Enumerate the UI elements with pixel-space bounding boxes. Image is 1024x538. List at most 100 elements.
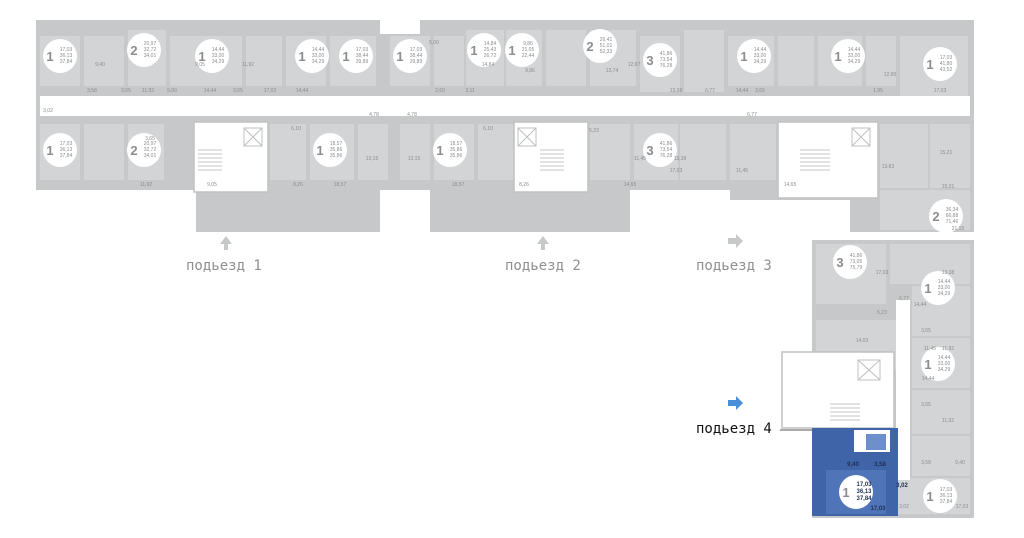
apartment-area: 76,28 (660, 63, 673, 69)
apartment-area: 41,86 (660, 51, 673, 57)
apartment-area: 33,00 (212, 53, 225, 59)
entrance-label: подьезд 2 (505, 258, 581, 274)
apartment-area: 35,86 (450, 153, 463, 159)
apartment-area: 17,03 (940, 487, 953, 493)
apartment-area: 36,13 (60, 147, 73, 153)
room-area-label: 3,58 (921, 460, 931, 466)
selected-room-label: 17,03 (870, 506, 886, 512)
right-arrow-icon (728, 396, 743, 410)
apartment-badge-circle (295, 39, 329, 73)
apartment-area: 21,05 (522, 47, 535, 53)
room-area-label: 12,67 (628, 62, 641, 68)
apartment-badge-circle (831, 39, 865, 73)
apartment-area: 34,29 (848, 59, 861, 65)
apartment-badge-circle (921, 347, 955, 381)
room-area-label: 11,92 (942, 418, 954, 424)
apartment-rooms: 1 (342, 49, 349, 64)
apartment-area: 9,86 (523, 41, 533, 47)
room-area-label: 21,15 (952, 226, 965, 232)
room-area-label: 2,60 (435, 88, 445, 94)
room-area-label: 11,45 (634, 156, 646, 162)
selected-full-area: 37,84 (856, 496, 872, 502)
room-area-label: 3,65 (121, 88, 131, 94)
apartment-rooms: 1 (924, 281, 931, 296)
room-area-label: 17,03 (670, 168, 683, 174)
apartment-rooms: 1 (46, 49, 53, 64)
room-area-label: 9,40 (955, 460, 965, 466)
apartment-badge-circle (921, 271, 955, 305)
apartment-badge-circle (127, 33, 161, 67)
apartment-area: 33,00 (754, 53, 767, 59)
selected-room-label: 3,02 (896, 483, 908, 489)
entrance-1[interactable]: подьезд 1 (186, 236, 262, 274)
room-area-label: 11,92 (142, 88, 154, 94)
apartment-area: 34,29 (938, 367, 951, 373)
room-area-label: 6,77 (899, 296, 909, 302)
apartment-area: 17,03 (410, 47, 423, 53)
apartment-area: 14,44 (938, 279, 951, 285)
apartment-area: 34,29 (938, 291, 951, 297)
stair-core-2 (513, 121, 589, 193)
selected-apartment[interactable]: 1 17,03 36,13 37,84 9,40 3,58 3,02 17,03 (812, 428, 908, 516)
room-area-label: 9,05 (195, 62, 205, 68)
room-area-label: 3,02 (43, 108, 53, 114)
room-area-label: 11,92 (942, 346, 954, 352)
apartment-area: 75,79 (850, 265, 863, 271)
apartment-badge-circle (393, 39, 427, 73)
selected-total-area: 36,13 (856, 489, 872, 495)
room-area-label: 18,57 (334, 182, 347, 188)
room-area-label: 3,58 (87, 88, 97, 94)
apartment-badge-circle (313, 133, 347, 167)
apartment-badge-circle (195, 39, 229, 73)
room-area-label: 3,65 (145, 136, 155, 142)
apartment-area: 17,03 (356, 47, 369, 53)
apartment-area: 73,54 (660, 57, 673, 63)
room-area-label: 5,00 (167, 88, 177, 94)
room-area-label: 14,44 (922, 376, 935, 382)
apartment-area: 17,03 (60, 141, 73, 147)
room-area-label: 14,44 (736, 88, 749, 94)
room-area-label: 6,77 (747, 112, 757, 118)
apartment-badge-circle (43, 39, 77, 73)
apartment-area: 22,44 (522, 53, 535, 59)
apartment-area: 25,43 (484, 47, 497, 53)
room-area-label: 9,86 (525, 68, 535, 74)
room-area-label: 13,38 (674, 156, 687, 162)
apartment-area: 18,57 (330, 141, 343, 147)
entrance-2[interactable]: подьезд 2 (505, 236, 581, 274)
apartment-rooms: 2 (130, 143, 137, 158)
apartment-area: 41,80 (940, 61, 953, 67)
entrance-4[interactable]: подьезд 4 (696, 396, 812, 437)
apartment-badge-circle (737, 39, 771, 73)
entrance-3[interactable]: подьезд 3 (696, 234, 772, 274)
apartment-area: 52,33 (600, 49, 613, 55)
room-area-label: 14,44 (204, 88, 217, 94)
apartment-badge-circle (923, 479, 957, 513)
apartment-area: 36,34 (946, 207, 959, 213)
selected-room-label: 3,58 (874, 462, 886, 468)
apartment-badge-circle (923, 47, 957, 81)
